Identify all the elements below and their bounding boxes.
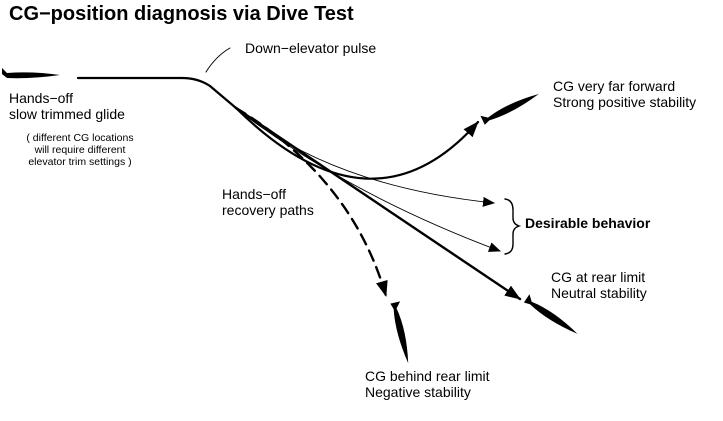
forward-label-line1: CG very far forward [553, 78, 676, 94]
pulse-label: Down−elevator pulse [245, 40, 377, 56]
forward-label-line2: Strong positive stability [553, 93, 697, 110]
path-cg-behind-limit [234, 106, 388, 298]
glide-label-line2: slow trimmed glide [9, 105, 125, 122]
desirable-label: Desirable behavior [525, 215, 651, 231]
behind-limit-label-line1: CG behind rear limit [365, 368, 490, 384]
trim-note-line1: ( different CG locations [26, 132, 134, 144]
trim-note-line3: elevator trim settings ) [28, 156, 132, 169]
glider-glide-icon [2, 68, 60, 79]
glide-path [76, 76, 212, 88]
rear-limit-label-line2: Neutral stability [551, 284, 647, 301]
glide-label-line1: Hands−off [9, 90, 73, 106]
behind-limit-label-line2: Negative stability [365, 383, 471, 400]
forward-label: CG very far forward Strong positive stab… [553, 78, 697, 110]
desirable-bracket [504, 198, 522, 255]
glider-forward-icon [480, 93, 539, 125]
glider-behind-limit-icon [390, 301, 409, 364]
recovery-label: Hands−off recovery paths [222, 186, 314, 218]
glider-rear-limit-icon [523, 294, 578, 334]
trim-note: ( different CG locations will require di… [10, 132, 150, 168]
diagram-title: CG−position diagnosis via Dive Test [9, 3, 354, 25]
rear-limit-label-line1: CG at rear limit [551, 269, 646, 285]
dive-entry-path [208, 84, 238, 110]
path-cg-far-forward [234, 106, 480, 180]
glide-label: Hands−off slow trimmed glide [9, 90, 125, 122]
rear-limit-label: CG at rear limit Neutral stability [551, 269, 647, 301]
behind-limit-label: CG behind rear limit Negative stability [365, 368, 490, 400]
recovery-label-line2: recovery paths [222, 201, 314, 218]
recovery-label-line1: Hands−off [222, 186, 286, 202]
trim-note-line2: will require different [34, 144, 126, 157]
pulse-pointer [205, 47, 231, 73]
path-desirable-lower [235, 107, 501, 252]
